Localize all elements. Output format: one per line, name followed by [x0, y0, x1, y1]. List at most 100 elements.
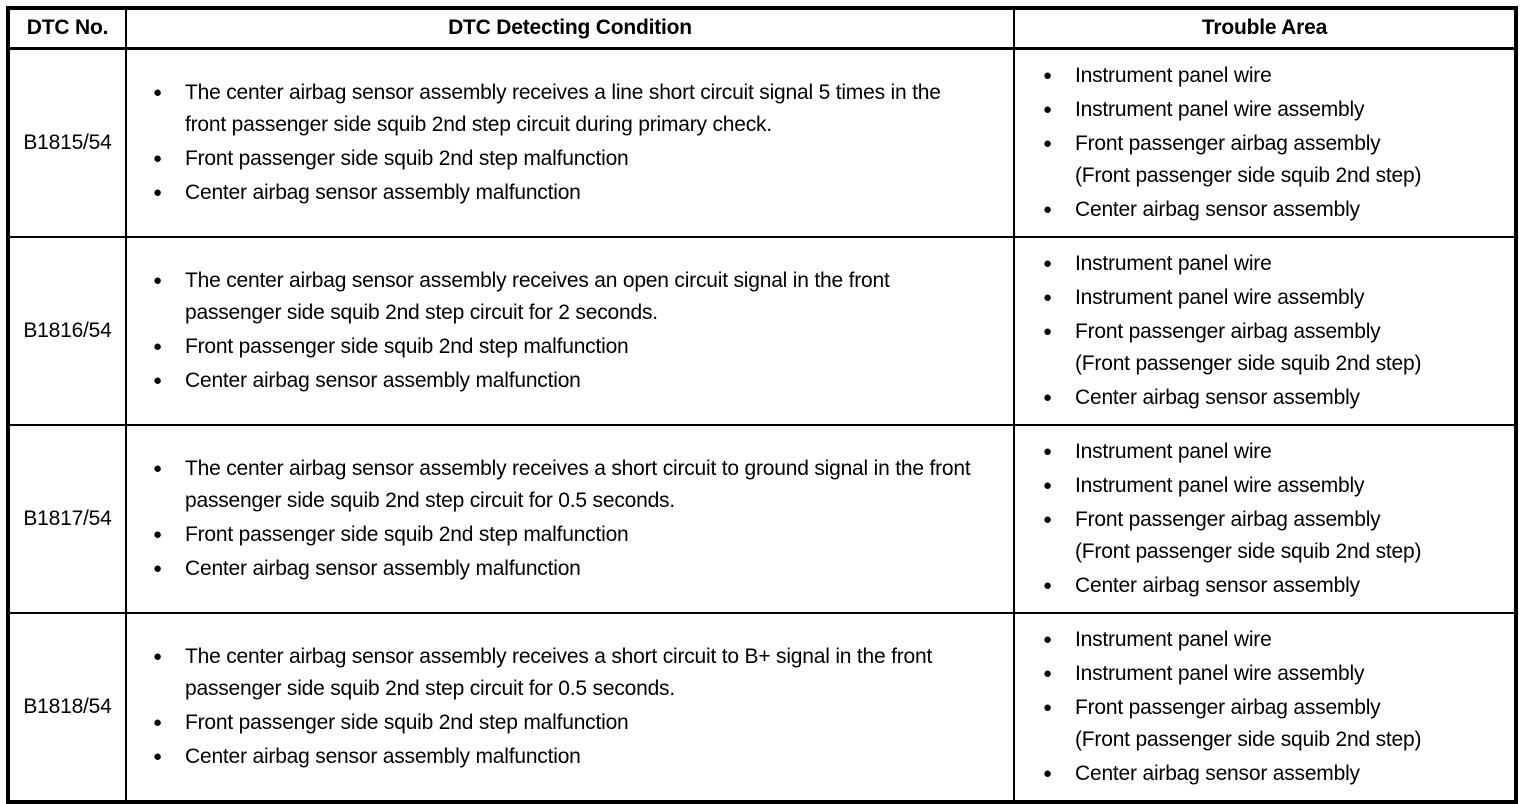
detecting-condition-cell: ● The center airbag sensor assembly recei…: [125, 47, 1015, 238]
item-text: Front passenger side squib 2nd step malf…: [185, 146, 629, 170]
bullet-icon: ●: [1043, 388, 1053, 406]
list-item: ● Front passenger side squib 2nd step mal…: [151, 519, 977, 551]
bullet-icon: ●: [1043, 510, 1053, 528]
item-text: Front passenger side squib 2nd step malf…: [185, 710, 629, 734]
item-text: Front passenger airbag assembly(Front pa…: [1075, 316, 1508, 380]
item-text: Center airbag sensor assembly malfunctio…: [185, 556, 581, 580]
item-text: Center airbag sensor assembly malfunctio…: [185, 180, 581, 204]
bullet-icon: ●: [1043, 698, 1053, 716]
item-text: Instrument panel wire assembly: [1075, 661, 1365, 685]
bullet-icon: ●: [1043, 288, 1053, 306]
item-text: Instrument panel wire assembly: [1075, 285, 1365, 309]
detecting-condition-cell: ●The center airbag sensor assembly recei…: [125, 235, 1015, 426]
item-text: Center airbag sensor assembly: [1075, 385, 1360, 409]
header-row: DTC No. DTC Detecting Condition Trouble …: [7, 7, 1517, 50]
item-text: Center airbag sensor assembly malfunctio…: [185, 744, 581, 768]
list-item: ●Front passenger airbag assembly(Front p…: [1041, 504, 1508, 568]
list-item: ●Front passenger side squib 2nd step mal…: [151, 331, 977, 363]
item-text: Front passenger airbag assembly(Front pa…: [1075, 128, 1508, 192]
bullet-icon: ●: [1043, 254, 1053, 272]
table-body: B1815/54 ● The center airbag sensor assemb…: [7, 47, 1517, 803]
item-text: Center airbag sensor assembly: [1075, 761, 1360, 785]
header-detecting-condition: DTC Detecting Condition: [125, 7, 1015, 50]
table-row: B1817/54 ● The center airbag sensor assemb…: [7, 423, 1517, 614]
list-item: ● Center airbag sensor assembly: [1041, 382, 1508, 414]
list-item: ●The center airbag sensor assembly recei…: [151, 265, 977, 329]
bullet-icon: ●: [1043, 630, 1053, 648]
list-item: ●The center airbag sensor assembly recei…: [151, 641, 977, 705]
bullet-icon: ●: [1043, 322, 1053, 340]
list-item: ● The center airbag sensor assembly recei…: [151, 453, 977, 517]
item-subtext: (Front passenger side squib 2nd step): [1075, 539, 1422, 563]
dtc-number: B1817/54: [7, 423, 127, 614]
condition-list: ● The center airbag sensor assembly recei…: [151, 77, 977, 209]
bullet-icon: ●: [1043, 100, 1053, 118]
condition-list: ● The center airbag sensor assembly recei…: [151, 453, 977, 585]
dtc-number: B1818/54: [7, 611, 127, 803]
trouble-area-cell: ● Instrument panel wire ● Instrument panel …: [1013, 235, 1517, 426]
dtc-number: B1816/54: [7, 235, 127, 426]
bullet-icon: ●: [153, 271, 163, 289]
trouble-area-list: ● Instrument panel wire ● Instrument panel …: [1041, 624, 1508, 790]
item-subtext: (Front passenger side squib 2nd step): [1075, 351, 1422, 375]
list-item: ● Instrument panel wire assembly: [1041, 94, 1508, 126]
list-item: ● Instrument panel wire: [1041, 624, 1508, 656]
item-subtext: (Front passenger side squib 2nd step): [1075, 163, 1422, 187]
list-item: ● Center airbag sensor assembly malfuncti…: [151, 741, 977, 773]
item-text: Instrument panel wire: [1075, 251, 1272, 275]
bullet-icon: ●: [153, 183, 163, 201]
list-item: ● Front passenger airbag assembly(Front p…: [1041, 128, 1508, 192]
bullet-icon: ●: [153, 525, 163, 543]
item-text: Instrument panel wire: [1075, 627, 1272, 651]
bullet-icon: ●: [153, 559, 163, 577]
list-item: ● Center airbag sensor assembly: [1041, 570, 1508, 602]
bullet-icon: ●: [153, 647, 163, 665]
table-row: B1815/54 ● The center airbag sensor assemb…: [7, 47, 1517, 238]
bullet-icon: ●: [153, 337, 163, 355]
item-text: Center airbag sensor assembly: [1075, 573, 1360, 597]
table-row: B1816/54 ●The center airbag sensor assemb…: [7, 235, 1517, 426]
list-item: ● Instrument panel wire: [1041, 436, 1508, 468]
condition-list: ●The center airbag sensor assembly recei…: [151, 265, 977, 397]
list-item: ● Instrument panel wire assembly: [1041, 282, 1508, 314]
list-item: ● Center airbag sensor assembly malfuncti…: [151, 553, 977, 585]
bullet-icon: ●: [1043, 134, 1053, 152]
detecting-condition-cell: ● The center airbag sensor assembly recei…: [125, 423, 1015, 614]
list-item: ● Center airbag sensor assembly malfuncti…: [151, 177, 977, 209]
list-item: ● Instrument panel wire assembly: [1041, 658, 1508, 690]
item-text: Instrument panel wire assembly: [1075, 473, 1365, 497]
list-item: ● Front passenger side squib 2nd step mal…: [151, 707, 977, 739]
item-text: Center airbag sensor assembly: [1075, 197, 1360, 221]
bullet-icon: ●: [153, 371, 163, 389]
bullet-icon: ●: [153, 747, 163, 765]
bullet-icon: ●: [1043, 664, 1053, 682]
bullet-icon: ●: [1043, 764, 1053, 782]
item-text: The center airbag sensor assembly receiv…: [185, 456, 971, 512]
bullet-icon: ●: [153, 459, 163, 477]
bullet-icon: ●: [153, 149, 163, 167]
list-item: ● Front passenger airbag assembly(Front p…: [1041, 316, 1508, 380]
list-item: ● Center airbag sensor assembly: [1041, 758, 1508, 790]
item-text: Front passenger airbag assembly(Front pa…: [1075, 692, 1508, 756]
list-item: ●Center airbag sensor assembly: [1041, 194, 1508, 226]
item-text: Front passenger side squib 2nd step malf…: [185, 522, 629, 546]
item-text: Instrument panel wire assembly: [1075, 97, 1365, 121]
list-item: ● Center airbag sensor assembly malfuncti…: [151, 365, 977, 397]
dtc-number: B1815/54: [7, 47, 127, 238]
list-item: ● Instrument panel wire: [1041, 248, 1508, 280]
bullet-icon: ●: [153, 83, 163, 101]
list-item: ● The center airbag sensor assembly recei…: [151, 77, 977, 141]
item-text: Instrument panel wire: [1075, 439, 1272, 463]
trouble-area-list: ●Instrument panel wire●Instrument panel …: [1041, 436, 1508, 602]
bullet-icon: ●: [1043, 442, 1053, 460]
header-trouble-area: Trouble Area: [1013, 7, 1517, 50]
item-text: The center airbag sensor assembly receiv…: [185, 80, 941, 136]
manual-page: DTC No. DTC Detecting Condition Trouble …: [6, 6, 1518, 804]
list-item: ●Instrument panel wire assembly: [1041, 470, 1508, 502]
item-text: Center airbag sensor assembly malfunctio…: [185, 368, 581, 392]
bullet-icon: ●: [153, 713, 163, 731]
list-item: ● Front passenger side squib 2nd step mal…: [151, 143, 977, 175]
bullet-icon: ●: [1043, 576, 1053, 594]
item-subtext: (Front passenger side squib 2nd step): [1075, 727, 1422, 751]
trouble-area-cell: ●Instrument panel wire●Instrument panel …: [1013, 47, 1517, 238]
